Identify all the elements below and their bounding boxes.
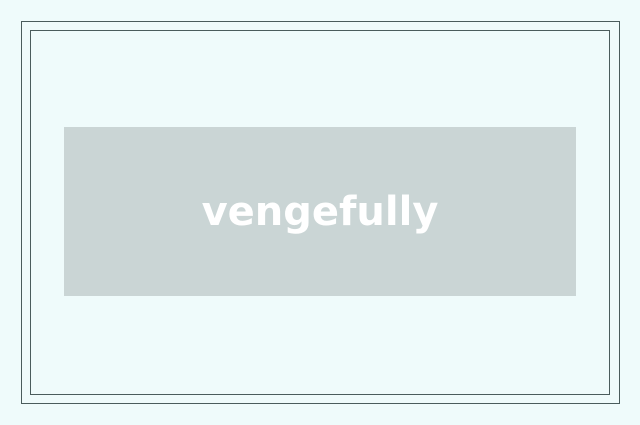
inner-border-frame — [30, 30, 610, 395]
placeholder-panel: vengefully — [64, 127, 576, 296]
placeholder-label: vengefully — [201, 188, 439, 235]
outer-border-frame — [21, 21, 620, 404]
